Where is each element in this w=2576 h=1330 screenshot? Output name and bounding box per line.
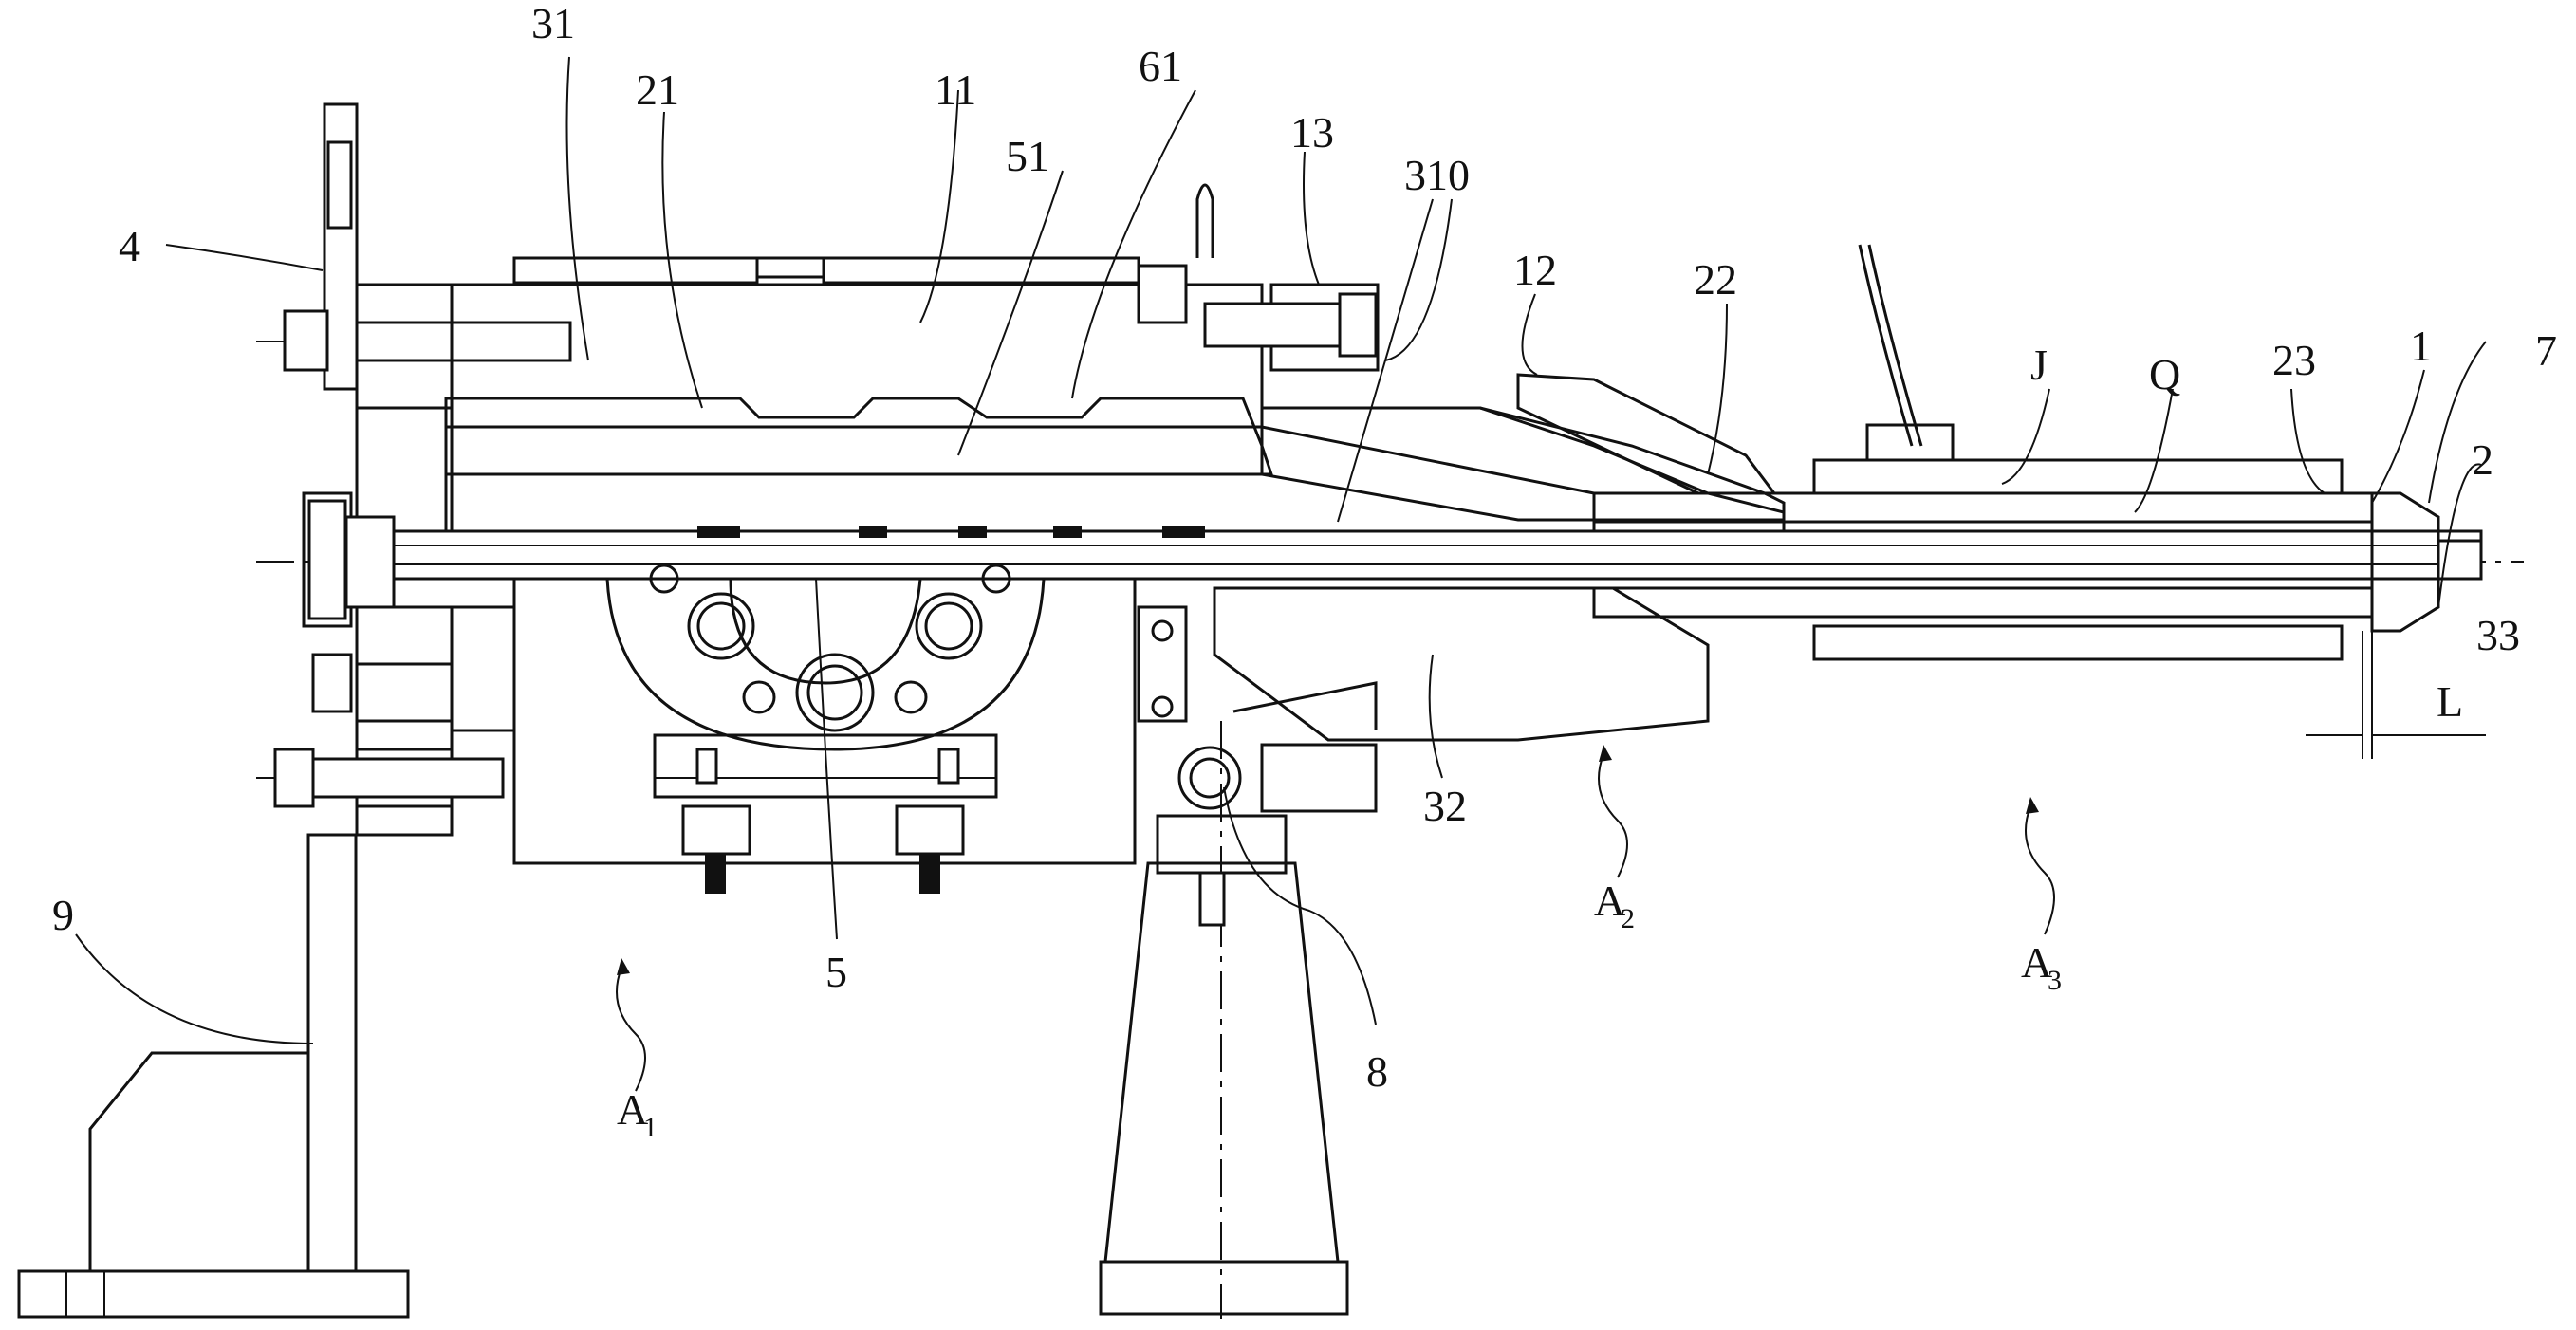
inner-flow-channel-upper	[446, 398, 1271, 474]
label-33: 33	[2476, 611, 2520, 659]
label-13: 13	[1290, 108, 1334, 157]
left-stand-post	[308, 835, 356, 1271]
label-1: 1	[2410, 322, 2432, 370]
label-23: 23	[2272, 336, 2316, 384]
label-12: 12	[1513, 246, 1557, 294]
center-stand-base	[1101, 1262, 1347, 1314]
gear-wheel	[607, 579, 1044, 749]
lower-die-block	[1262, 745, 1376, 811]
flow-arrow-A1	[617, 968, 645, 1091]
label-J: J	[2030, 341, 2048, 389]
die-cone-lower	[1214, 588, 1708, 740]
label-31: 31	[531, 0, 575, 47]
bracket-slot	[328, 142, 351, 228]
top-cover-strip-left	[514, 258, 757, 283]
label-32: 32	[1423, 782, 1467, 830]
label-21: 21	[636, 65, 679, 114]
die-cone-upper	[1262, 408, 1784, 520]
label-61: 61	[1139, 42, 1182, 90]
heater-band-J-upper	[1814, 460, 2342, 493]
outer-sleeve-upper	[1594, 493, 2372, 522]
label-22: 22	[1694, 255, 1737, 304]
top-cover-strip-right	[824, 258, 1139, 283]
flow-arrow-A3	[2026, 806, 2054, 934]
label-5: 5	[825, 948, 847, 996]
label-Q: Q	[2149, 350, 2180, 398]
label-11: 11	[935, 65, 976, 114]
left-stand-foot	[90, 1053, 308, 1271]
left-stand-base	[19, 1271, 408, 1317]
label-A2-sub: 2	[1621, 903, 1635, 934]
left-flange-mid	[357, 408, 452, 531]
label-51: 51	[1006, 132, 1049, 180]
lower-bolt-left-1	[313, 655, 351, 711]
label-A1-sub: 1	[643, 1112, 658, 1143]
heater-band-J-lower	[1814, 626, 2342, 659]
label-7: 7	[2535, 326, 2557, 375]
label-4: 4	[119, 222, 140, 270]
flow-arrow-A2	[1599, 754, 1627, 877]
outer-sleeve-lower	[1594, 588, 2372, 617]
bracket-lower	[1139, 607, 1186, 721]
bolt-shank	[357, 323, 570, 360]
label-L: L	[2437, 677, 2463, 726]
bolt-head	[285, 311, 327, 370]
label-310: 310	[1404, 151, 1470, 199]
label-9: 9	[52, 891, 74, 939]
heater-cap	[1139, 266, 1186, 323]
adjust-knob	[1179, 748, 1240, 808]
label-8: 8	[1366, 1047, 1388, 1096]
label-A3-sub: 3	[2048, 965, 2062, 996]
core-tube	[394, 531, 2481, 579]
label-2: 2	[2472, 435, 2493, 484]
lower-bolt-left-2	[275, 749, 313, 806]
